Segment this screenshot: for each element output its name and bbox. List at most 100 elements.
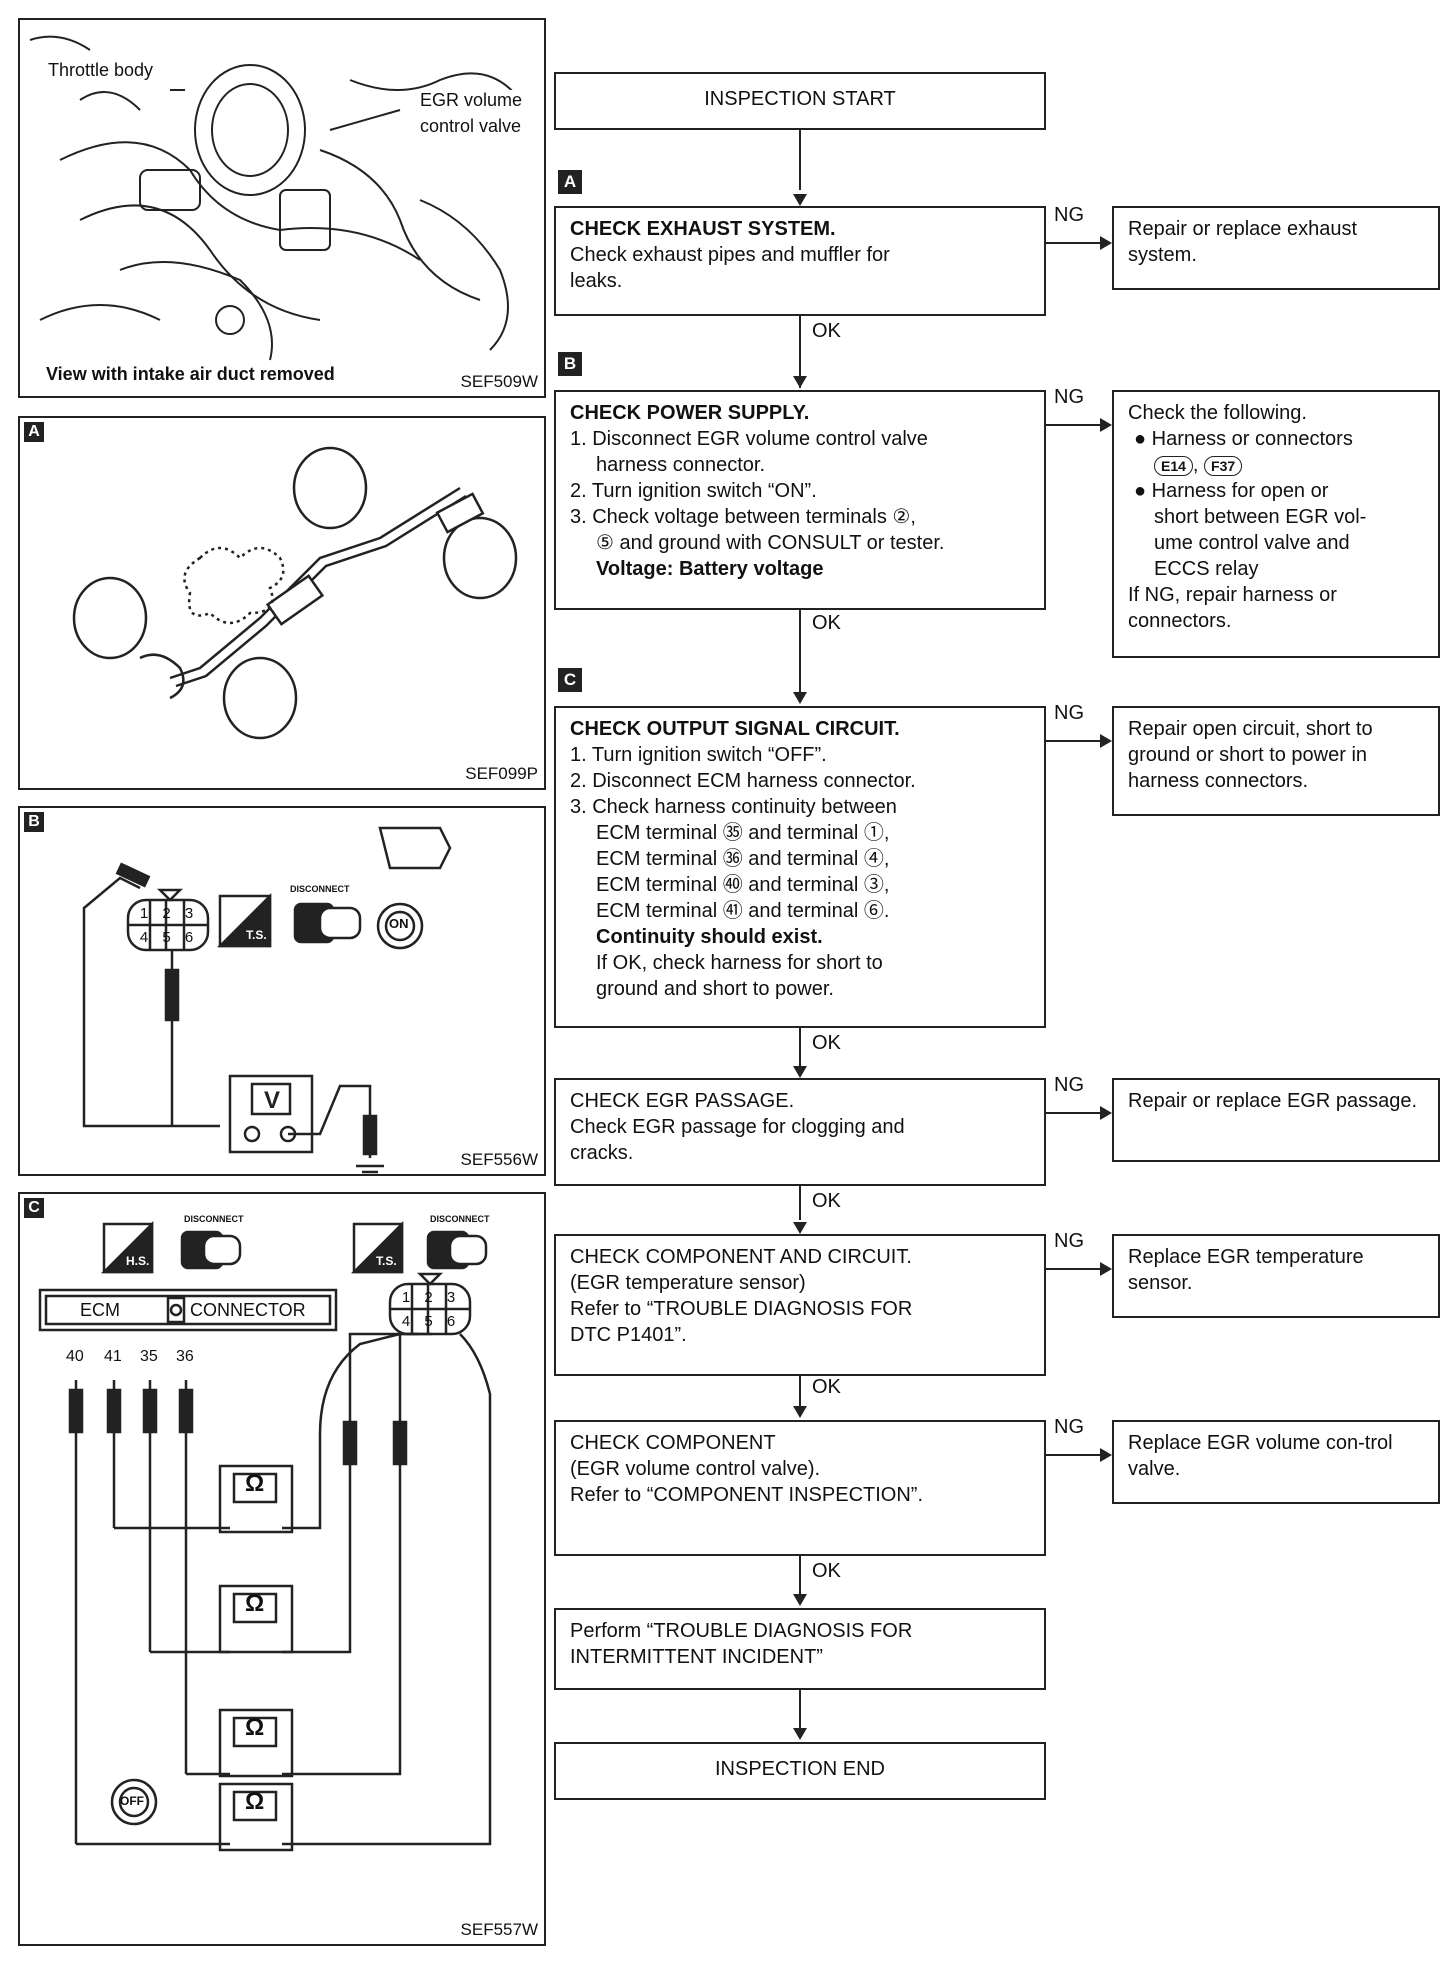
step-text: DTC P1401”. <box>570 1324 687 1346</box>
flow-line <box>799 1028 801 1070</box>
photo-caption: View with intake air duct removed <box>46 364 335 384</box>
step-title: CHECK COMPONENT AND CIRCUIT. <box>570 1246 912 1268</box>
hs-label: H.S. <box>126 1254 150 1268</box>
step-text: INTERMITTENT INCIDENT” <box>570 1646 823 1668</box>
ok-label: OK <box>812 1032 841 1054</box>
flow-line <box>799 1186 801 1220</box>
ok-label: OK <box>812 1560 841 1582</box>
step-intermittent-incident: Perform “TROUBLE DIAGNOSIS FOR INTERMITT… <box>554 1608 1046 1690</box>
figure-code: SEF556W <box>460 1150 538 1169</box>
ng-result-exhaust: Repair or replace exhaust system. <box>1112 206 1440 290</box>
voltage-check-diagram: V <box>82 826 452 1174</box>
ok-label: OK <box>812 612 841 634</box>
step-title: CHECK EGR PASSAGE. <box>570 1090 795 1112</box>
inspection-end: INSPECTION END <box>554 1742 1046 1800</box>
figure-tag: A <box>24 422 44 442</box>
ng-line <box>1046 1268 1102 1270</box>
ohm-meter-1: Ω <box>245 1470 265 1497</box>
ng-text: ECCS relay <box>1154 558 1259 580</box>
ok-label: OK <box>812 1376 841 1398</box>
step-text: ECM terminal ㊱ and terminal ④, <box>596 848 890 870</box>
ng-line <box>1046 740 1102 742</box>
ng-text: short between EGR vol- <box>1154 506 1367 528</box>
step-title: CHECK EXHAUST SYSTEM. <box>570 218 836 240</box>
ng-line <box>1046 242 1102 244</box>
ng-label: NG <box>1054 702 1084 724</box>
ng-label: NG <box>1054 1230 1084 1252</box>
step-check-component-circuit: CHECK COMPONENT AND CIRCUIT. (EGR temper… <box>554 1234 1046 1376</box>
flow-arrow <box>793 1066 807 1078</box>
ok-label: OK <box>812 1190 841 1212</box>
ng-bullet-text: Harness for open or <box>1151 480 1329 502</box>
ecm-pin-40: 40 <box>66 1348 84 1365</box>
step-title: CHECK OUTPUT SIGNAL CIRCUIT. <box>570 718 900 740</box>
engine-photo-illustration <box>29 35 521 361</box>
step-spec: Continuity should exist. <box>596 926 823 948</box>
ng-result-volume-valve: Replace EGR volume con-trol valve. <box>1112 1420 1440 1504</box>
ng-result-temp-sensor: Replace EGR temperature sensor. <box>1112 1234 1440 1318</box>
step-spec: Voltage: Battery voltage <box>596 558 824 580</box>
step-text: Perform “TROUBLE DIAGNOSIS FOR <box>570 1620 913 1642</box>
step-check-component: CHECK COMPONENT (EGR volume control valv… <box>554 1420 1046 1556</box>
connector-label: CONNECTOR <box>190 1300 306 1320</box>
flow-line <box>799 1556 801 1596</box>
disconnect-label: DISCONNECT <box>290 884 350 894</box>
ng-bullet: ● Harness or connectors <box>1134 428 1353 450</box>
ng-text: Check the following. <box>1128 402 1307 424</box>
ohm-meter-3: Ω <box>245 1714 265 1741</box>
step-check-exhaust: CHECK EXHAUST SYSTEM. Check exhaust pipe… <box>554 206 1046 316</box>
step-text: 1. Disconnect EGR volume control valve <box>570 428 928 450</box>
figure-b-voltage-check: B V <box>18 806 546 1176</box>
figure-tag: B <box>24 812 44 832</box>
ng-line <box>1046 424 1102 426</box>
ng-label: NG <box>1054 204 1084 226</box>
step-check-egr-passage: CHECK EGR PASSAGE. Check EGR passage for… <box>554 1078 1046 1186</box>
ts-label: T.S. <box>376 1254 397 1268</box>
flow-arrow <box>793 692 807 704</box>
ecm-pin-35: 35 <box>140 1348 158 1365</box>
step-text: 1. Turn ignition switch “OFF”. <box>570 744 827 766</box>
step-check-output-signal: CHECK OUTPUT SIGNAL CIRCUIT. 1. Turn ign… <box>554 706 1046 1028</box>
continuity-check-diagram <box>38 1220 492 1852</box>
flow-arrow <box>793 1728 807 1740</box>
ng-connectors: E14, F37 <box>1128 452 1424 478</box>
flow-arrow <box>793 1594 807 1606</box>
flow-line <box>799 1376 801 1406</box>
step-text: ECM terminal ㊵ and terminal ③, <box>596 874 890 896</box>
flow-line <box>799 610 801 700</box>
inspection-start: INSPECTION START <box>554 72 1046 130</box>
flow-arrow <box>793 1406 807 1418</box>
step-title: CHECK COMPONENT <box>570 1432 776 1454</box>
step-text: ground and short to power. <box>596 978 834 1000</box>
step-text: ECM terminal ㊶ and terminal ⑥. <box>596 900 890 922</box>
step-text: Check EGR passage for clogging and <box>570 1116 905 1138</box>
ecm-pin-41: 41 <box>104 1348 122 1365</box>
disconnect-label-2: DISCONNECT <box>430 1214 490 1224</box>
ts-label: T.S. <box>246 928 267 942</box>
step-text: Refer to “COMPONENT INSPECTION”. <box>570 1484 924 1506</box>
figure-code: SEF509W <box>460 372 538 391</box>
ng-line <box>1046 1454 1102 1456</box>
ng-text: connectors. <box>1128 610 1232 632</box>
flow-arrow <box>793 1222 807 1234</box>
ng-bullet-text: Harness or connectors <box>1151 428 1353 450</box>
ecm-pin-36: 36 <box>176 1348 194 1365</box>
disconnect-label-1: DISCONNECT <box>184 1214 244 1224</box>
flow-line <box>799 1690 801 1730</box>
step-text: (EGR temperature sensor) <box>570 1272 806 1294</box>
step-title: CHECK POWER SUPPLY. <box>570 402 810 424</box>
engine-photo-figure: Throttle body EGR volume control valve V… <box>18 18 546 398</box>
ng-arrow <box>1100 1448 1112 1462</box>
step-text: leaks. <box>570 270 623 292</box>
step-check-power: CHECK POWER SUPPLY. 1. Disconnect EGR vo… <box>554 390 1046 610</box>
on-label: ON <box>389 916 409 931</box>
flow-arrow <box>793 376 807 388</box>
figure-code: SEF557W <box>460 1920 538 1939</box>
ng-arrow <box>1100 1262 1112 1276</box>
section-tag-a: A <box>558 170 582 194</box>
ng-label: NG <box>1054 386 1084 408</box>
flow-line <box>799 316 801 388</box>
ok-label: OK <box>812 320 841 342</box>
ng-arrow <box>1100 418 1112 432</box>
